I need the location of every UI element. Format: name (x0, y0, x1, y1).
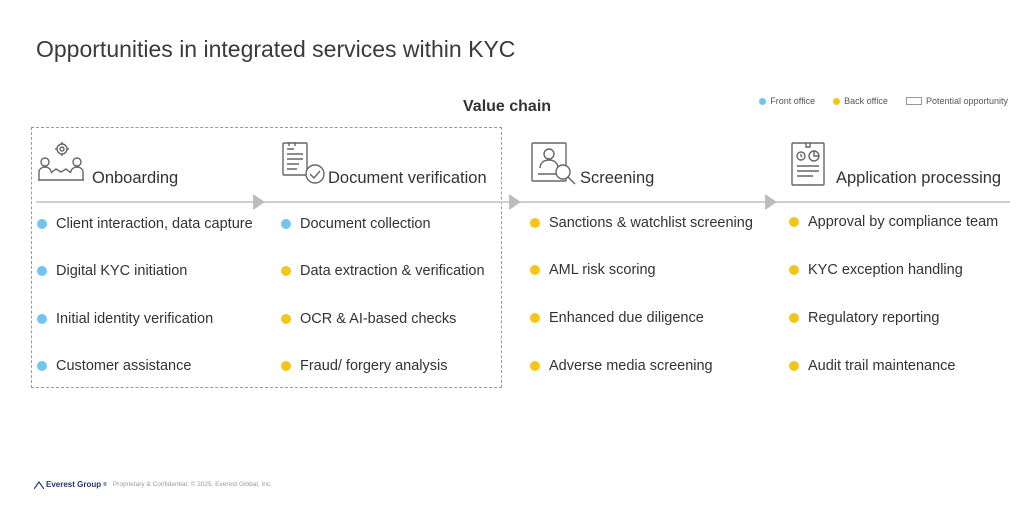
list-item-label: Digital KYC initiation (56, 263, 188, 279)
list-item-label: Audit trail maintenance (808, 358, 956, 374)
back-office-dot-icon (281, 266, 291, 276)
back-office-dot-icon (530, 313, 540, 323)
document-check-icon (282, 142, 325, 184)
list-item-label: Document collection (300, 216, 431, 232)
chain-arrow-icon (253, 194, 265, 210)
handshake-meeting-icon (38, 142, 84, 181)
legend-potential-opportunity-label: Potential opportunity (925, 96, 1008, 106)
legend-potential-opportunity: Potential opportunity (905, 96, 1008, 106)
list-item: Initial identity verification (37, 311, 213, 327)
back-office-dot-icon (281, 361, 291, 371)
chain-arrow-icon (509, 194, 521, 210)
list-item: AML risk scoring (530, 262, 656, 278)
back-office-dot-icon (530, 265, 540, 275)
list-item: Fraud/ forgery analysis (281, 358, 447, 374)
potential-opportunity-box (31, 127, 502, 388)
list-item-label: Initial identity verification (56, 311, 214, 327)
value-chain-title: Value chain (463, 98, 552, 115)
back-office-dot-icon (281, 314, 291, 324)
list-item: Sanctions & watchlist screening (530, 215, 753, 231)
legend-front-office: Front office (759, 96, 815, 106)
list-item: Document collection (281, 216, 431, 232)
list-item: Enhanced due diligence (530, 310, 704, 326)
mountain-logo-icon (34, 480, 44, 489)
list-item-label: Data extraction & verification (300, 263, 485, 279)
legend-front-office-label: Front office (770, 96, 816, 106)
stage-title-onboarding: Onboarding (92, 169, 179, 187)
front-office-dot-icon (759, 97, 767, 105)
list-item-label: Approval by compliance team (808, 214, 999, 230)
list-item-label: Adverse media screening (549, 358, 713, 374)
profile-search-icon (531, 142, 576, 185)
back-office-dot-icon (530, 361, 540, 371)
slide-title: Opportunities in integrated services wit… (36, 36, 516, 62)
footer: Everest Group® Proprietary & Confidentia… (34, 480, 272, 489)
application-form-icon (791, 142, 825, 186)
list-item: Regulatory reporting (789, 310, 939, 326)
footer-logo-text: Everest Group (46, 480, 102, 489)
list-item-label: Sanctions & watchlist screening (549, 215, 753, 231)
footer-logo-mark: ® (103, 481, 107, 488)
legend-back-office-label: Back office (844, 96, 888, 106)
back-office-dot-icon (833, 97, 841, 105)
front-office-dot-icon (37, 361, 47, 371)
front-office-dot-icon (37, 314, 47, 324)
list-item-label: Client interaction, data capture (56, 216, 253, 232)
list-item-label: Customer assistance (56, 358, 192, 374)
list-item: Adverse media screening (530, 358, 713, 374)
list-item: Client interaction, data capture (37, 216, 253, 232)
list-item: Approval by compliance team (789, 214, 998, 230)
list-item-label: AML risk scoring (549, 262, 656, 278)
legend: Front office Back office Potential oppor… (759, 96, 1008, 106)
list-item: Audit trail maintenance (789, 358, 956, 374)
list-item-label: Enhanced due diligence (549, 310, 704, 326)
list-item: Customer assistance (37, 358, 191, 374)
front-office-dot-icon (281, 219, 291, 229)
back-office-dot-icon (789, 313, 799, 323)
stage-title-document-verification: Document verification (328, 169, 487, 187)
list-item-label: Regulatory reporting (808, 310, 940, 326)
list-item-label: KYC exception handling (808, 262, 963, 278)
list-item: Data extraction & verification (281, 263, 485, 279)
front-office-dot-icon (37, 266, 47, 276)
chain-arrow-icon (765, 194, 777, 210)
list-item: OCR & AI-based checks (281, 311, 456, 327)
front-office-dot-icon (37, 219, 47, 229)
footer-text: Proprietary & Confidential. © 2025, Ever… (112, 481, 272, 488)
back-office-dot-icon (530, 218, 540, 228)
list-item-label: OCR & AI-based checks (300, 311, 457, 327)
stage-title-screening: Screening (580, 169, 655, 187)
list-item: KYC exception handling (789, 262, 963, 278)
back-office-dot-icon (789, 265, 799, 275)
everest-group-logo: Everest Group® (34, 480, 107, 489)
dashed-box-icon (905, 97, 922, 105)
list-item-label: Fraud/ forgery analysis (300, 358, 448, 374)
back-office-dot-icon (789, 361, 799, 371)
back-office-dot-icon (789, 217, 799, 227)
stage-title-application-processing: Application processing (836, 169, 1002, 187)
legend-back-office: Back office (833, 96, 888, 106)
value-chain-line (36, 201, 1010, 203)
list-item: Digital KYC initiation (37, 263, 187, 279)
